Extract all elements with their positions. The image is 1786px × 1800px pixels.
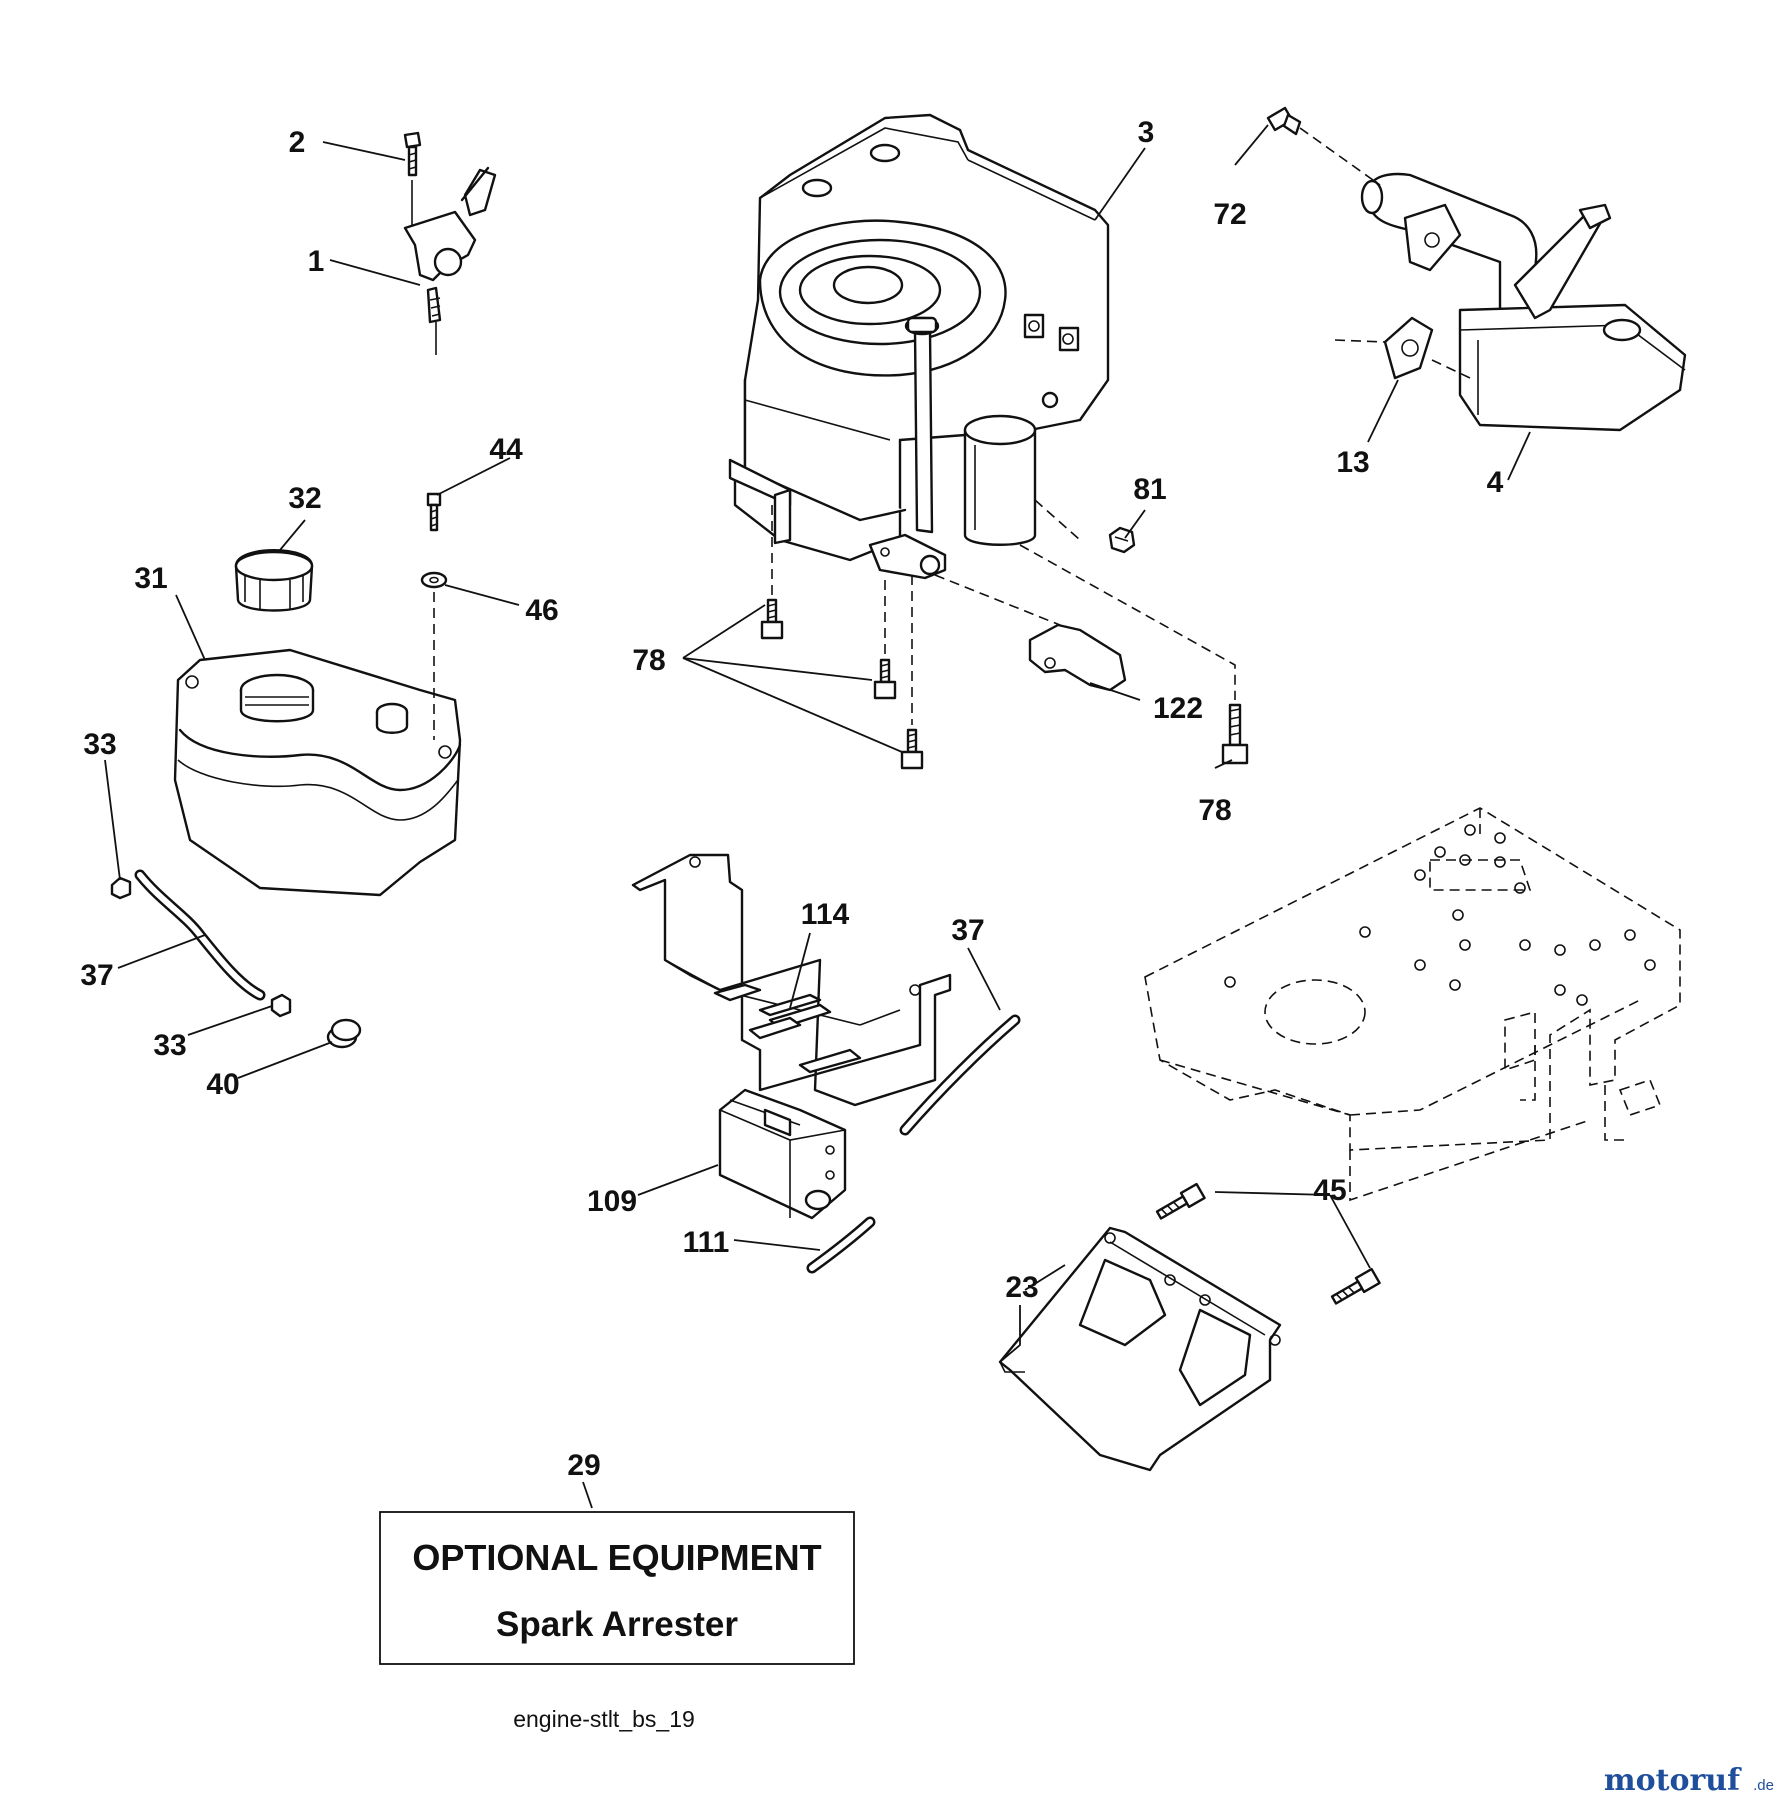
leader-lines bbox=[104, 124, 1531, 1509]
part-label-29: 29 bbox=[567, 1449, 600, 1482]
heat-shield-122 bbox=[1028, 623, 1127, 692]
brand-suffix: .de bbox=[1753, 1777, 1774, 1794]
part-label-37b: 37 bbox=[951, 914, 984, 947]
muffler-assembly bbox=[1360, 172, 1687, 432]
engine-bolts bbox=[760, 598, 1249, 770]
optional-equipment-box: OPTIONAL EQUIPMENT Spark Arrester bbox=[379, 1511, 855, 1665]
fuel-line-parts bbox=[110, 869, 362, 1049]
part-label-3: 3 bbox=[1138, 116, 1155, 149]
part-label-33b: 33 bbox=[153, 1029, 186, 1062]
battery-109 bbox=[718, 1088, 847, 1220]
brand-logo: motoruf bbox=[1604, 1763, 1742, 1798]
part-label-114: 114 bbox=[801, 898, 850, 931]
part-label-122: 122 bbox=[1153, 692, 1203, 725]
part-label-111: 111 bbox=[683, 1226, 730, 1259]
brand-watermark: motoruf .de bbox=[1604, 1763, 1774, 1798]
part-label-45: 45 bbox=[1313, 1174, 1346, 1207]
part-label-33a: 33 bbox=[83, 728, 116, 761]
part-label-23: 23 bbox=[1005, 1271, 1038, 1304]
bolts-45 bbox=[1155, 1182, 1381, 1305]
plate-23 bbox=[998, 1226, 1282, 1472]
throttle-control bbox=[403, 131, 497, 355]
frame-outline bbox=[1144, 807, 1681, 1202]
fuel-tank-31 bbox=[173, 648, 462, 897]
part-label-13: 13 bbox=[1336, 446, 1369, 479]
part-label-78b: 78 bbox=[1198, 794, 1231, 827]
vent-hoses bbox=[806, 1014, 1021, 1274]
part-label-32: 32 bbox=[288, 482, 321, 515]
bolt-72 bbox=[1266, 106, 1381, 186]
battery-tray-114 bbox=[631, 853, 952, 1107]
part-label-31: 31 bbox=[134, 562, 167, 595]
part-label-4: 4 bbox=[1487, 466, 1504, 499]
washer-46 bbox=[420, 571, 448, 589]
part-label-44: 44 bbox=[489, 433, 523, 466]
diagram-caption: engine-stlt_bs_19 bbox=[513, 1706, 695, 1732]
part-label-109: 109 bbox=[587, 1185, 637, 1218]
part-label-37a: 37 bbox=[80, 959, 113, 992]
gasket-13 bbox=[1334, 316, 1471, 380]
part-label-1: 1 bbox=[308, 245, 325, 278]
part-label-81: 81 bbox=[1133, 473, 1166, 506]
fuel-cap-32 bbox=[234, 549, 314, 612]
part-label-2: 2 bbox=[289, 126, 306, 159]
optional-equipment-title: OPTIONAL EQUIPMENT bbox=[412, 1537, 821, 1578]
optional-equipment-subtitle: Spark Arrester bbox=[496, 1605, 738, 1644]
part-label-40: 40 bbox=[206, 1068, 239, 1101]
part-label-78a: 78 bbox=[632, 644, 665, 677]
engine-mount-lines bbox=[771, 499, 1236, 725]
part-label-46: 46 bbox=[525, 594, 558, 627]
part-label-72: 72 bbox=[1213, 198, 1246, 231]
part-labels: 2 1 3 72 13 4 44 32 31 46 33 37 33 40 81… bbox=[80, 116, 1503, 1482]
bolt-44 bbox=[426, 492, 442, 532]
engine-assembly bbox=[728, 113, 1110, 580]
